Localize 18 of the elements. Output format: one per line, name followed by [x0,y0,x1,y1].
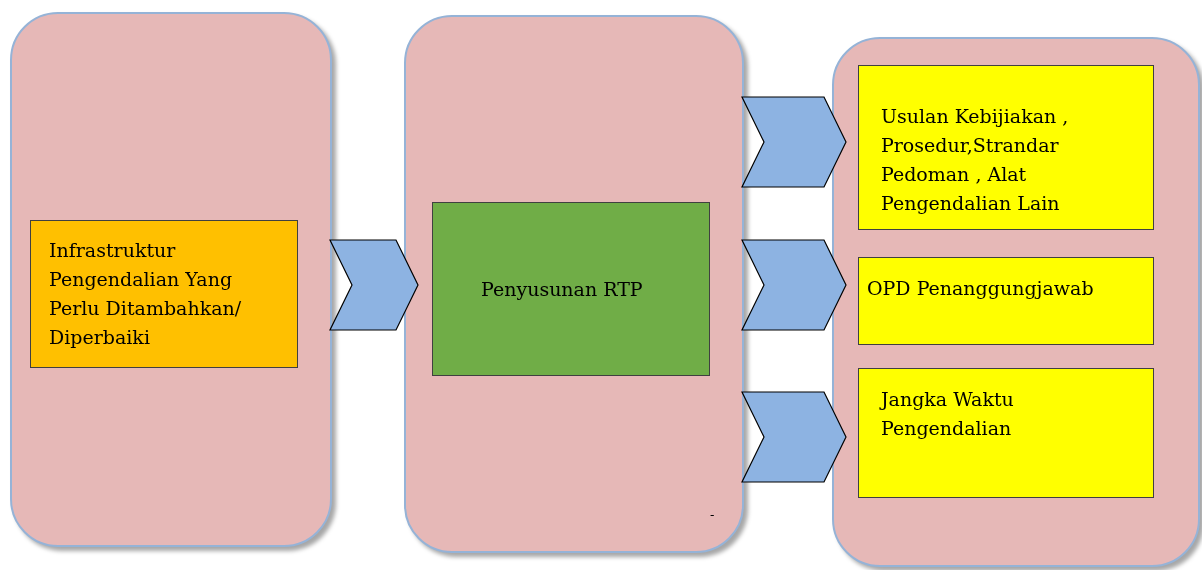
box-text: Usulan Kebijiakan , Prosedur,Strandar Pedoman , Alat Pengendalian Lain [881,104,1070,216]
chevron-arrow [741,96,847,188]
process-box [858,65,1154,230]
panel [10,12,332,547]
box-text: Penyusunan RTP [481,276,643,302]
process-box [858,257,1154,345]
box-text: Jangka Waktu Pengendalian [881,387,1015,441]
box-text: OPD Penanggungjawab [867,276,1095,301]
chevron-arrow [329,239,419,331]
process-box [858,368,1154,498]
process-box [432,202,710,376]
chevron-arrow [741,239,847,331]
chevron-arrow [741,391,847,483]
note-text: - [710,506,715,524]
panel [832,37,1200,567]
panel [404,15,744,553]
process-box [30,220,298,368]
box-text: Infrastruktur Pengendalian Yang Perlu Ditambahkan/ Diperbaiki [49,238,243,350]
